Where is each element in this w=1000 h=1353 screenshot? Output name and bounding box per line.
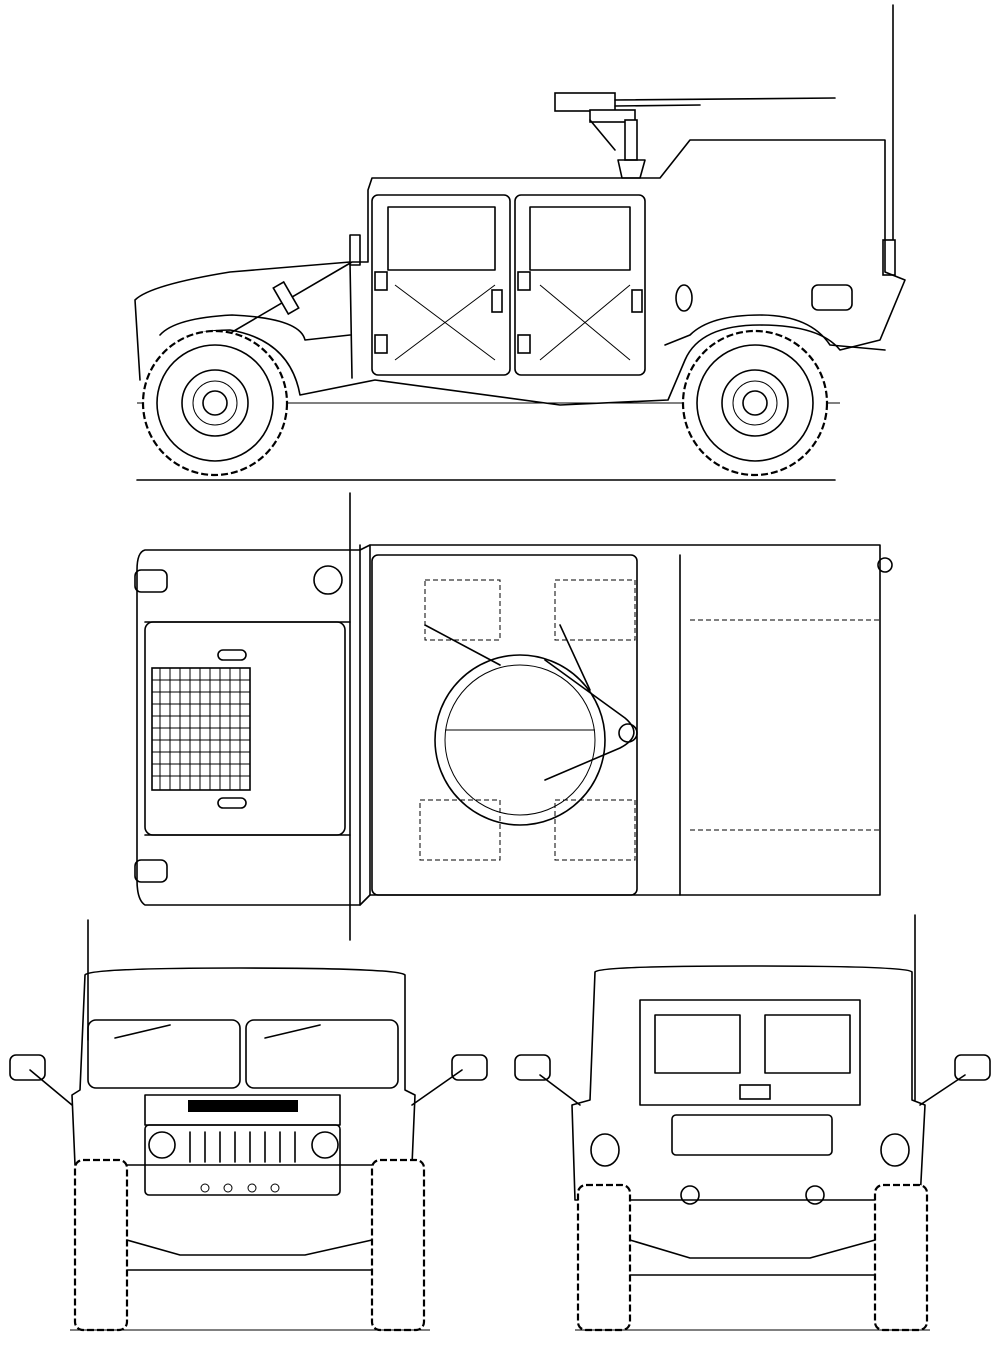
tail-light <box>880 1133 910 1167</box>
gun-turret-ring <box>434 654 606 826</box>
rear-door-cross <box>539 284 631 361</box>
hood <box>144 621 346 836</box>
front-left-tire <box>73 1158 129 1332</box>
rear-panel <box>639 999 861 1106</box>
right-mirror <box>954 1054 991 1081</box>
mirror <box>349 234 361 266</box>
rear-body-outline <box>571 965 926 1201</box>
fuel-cap <box>675 284 693 312</box>
rear-suspension <box>629 1239 876 1276</box>
tow-shackle <box>680 1185 700 1205</box>
side-light <box>272 280 300 316</box>
wiper <box>114 1024 171 1039</box>
headlight <box>134 569 168 593</box>
left-mirror <box>514 1054 551 1081</box>
front-door-cross <box>394 284 496 361</box>
rear-fender <box>664 314 886 351</box>
rear-door <box>514 194 646 376</box>
grille-slot <box>188 1100 298 1112</box>
front-door-window <box>387 206 496 271</box>
windshield-left <box>87 1019 241 1089</box>
front-right-tire <box>370 1158 426 1332</box>
side-view <box>134 4 906 481</box>
antenna-base <box>877 557 893 573</box>
gun-mount-bracket <box>544 659 635 781</box>
grille <box>144 1124 341 1196</box>
hood-latch <box>217 797 247 809</box>
seat-outlines <box>419 579 636 861</box>
mounted-machine-gun <box>554 92 836 179</box>
tow-shackle <box>805 1185 825 1205</box>
hinge <box>517 271 531 291</box>
hood-latch <box>217 649 247 661</box>
rear-wheel <box>681 329 829 477</box>
gun-receiver <box>554 92 616 112</box>
windshield-right <box>245 1019 399 1089</box>
rear-right-tire <box>873 1183 929 1332</box>
rear-door-window <box>529 206 631 271</box>
tail-light <box>590 1133 620 1167</box>
rear-view <box>514 914 991 1332</box>
cabin-roof <box>371 554 638 896</box>
rear-window-left <box>654 1014 741 1074</box>
fuel-cap <box>313 565 343 595</box>
front-wheel <box>141 329 289 477</box>
rear-latch <box>739 1084 771 1100</box>
front-view <box>9 919 488 1332</box>
left-mirror <box>9 1054 46 1081</box>
headlight <box>134 859 168 883</box>
front-suspension <box>126 1239 373 1271</box>
hinge <box>374 334 388 354</box>
grille-bars <box>189 1131 296 1163</box>
tailgate-plate <box>671 1114 833 1156</box>
wiper <box>264 1024 321 1039</box>
door-handle <box>631 289 643 313</box>
hinge <box>517 334 531 354</box>
grille-vent <box>151 667 251 791</box>
top-view <box>134 492 893 941</box>
headlight <box>148 1131 176 1159</box>
rear-light-plate <box>811 284 853 311</box>
front-door <box>371 194 511 376</box>
front-body-outline <box>71 967 416 1166</box>
door-handle <box>491 289 503 313</box>
rear-window-right <box>764 1014 851 1074</box>
hinge <box>374 271 388 291</box>
antenna-mount <box>882 239 896 276</box>
headlight <box>311 1131 339 1159</box>
right-mirror <box>451 1054 488 1081</box>
rear-left-tire <box>576 1183 632 1332</box>
front-fender <box>159 314 351 341</box>
